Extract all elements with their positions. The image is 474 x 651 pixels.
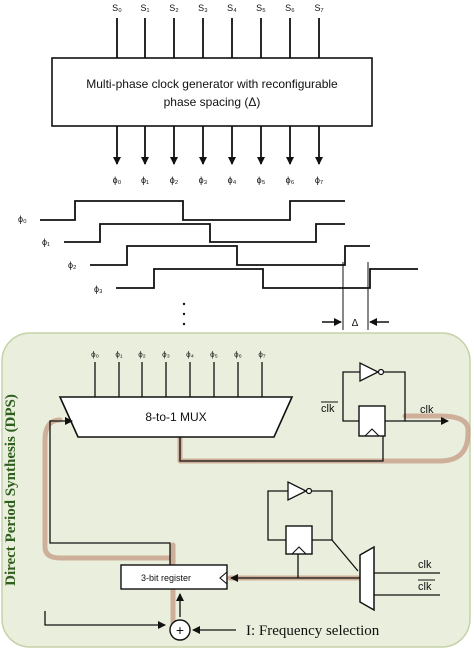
- clock-generator-title-line2: phase spacing (Δ): [164, 95, 261, 109]
- output-arrows: [113, 126, 323, 165]
- flipflop-bottom: [285, 525, 313, 555]
- highlight-path-clk-loop: [177, 413, 471, 464]
- flipflop-top-feedback: [342, 371, 406, 422]
- output-label-phi7: ϕ₇: [315, 175, 323, 185]
- output-label-phi1: ϕ₁: [141, 175, 149, 185]
- clock-generator-block: [51, 57, 373, 127]
- mux-input-label-phi2: ϕ₂: [138, 350, 146, 359]
- waveform-phi3: [116, 268, 418, 289]
- clk-output-label: clk: [420, 404, 434, 416]
- waveform-phi2: [90, 245, 370, 266]
- input-label-s2: S₂: [169, 3, 179, 13]
- output-label-phi5: ϕ₅: [257, 175, 266, 185]
- flipflop-top: [358, 405, 386, 437]
- delta-label: Δ: [352, 318, 359, 329]
- mux-2to1: [359, 545, 375, 612]
- feedback-to-adder-wire: [44, 611, 166, 629]
- flipflop-bottom-clock-marker: [291, 546, 307, 555]
- output-label-phi6: ϕ₆: [286, 175, 295, 185]
- mux-input-label-phi3: ϕ₃: [162, 350, 170, 359]
- register-clock-marker: [219, 571, 228, 585]
- input-lines: [116, 18, 320, 58]
- inverter-top-icon: [359, 361, 380, 383]
- output-label-phi0: ϕ₀: [113, 175, 122, 185]
- mux-input-label-phi6: ϕ₆: [234, 350, 242, 359]
- mux-input-label-phi7: ϕ₇: [258, 350, 265, 359]
- input-label-s5: S₅: [256, 3, 266, 13]
- input-label-s4: S₄: [227, 3, 237, 13]
- frequency-selection-label: I: Frequency selection: [246, 623, 380, 639]
- mux-input-label-phi0: ϕ₀: [91, 350, 99, 359]
- input-label-s0: S₀: [112, 3, 122, 13]
- wave-label-phi3: ϕ₃: [94, 284, 103, 294]
- input-label-s3: S₃: [198, 3, 208, 13]
- waveform-phi1: [64, 223, 345, 243]
- wave-label-phi2: ϕ₂: [68, 260, 77, 270]
- highlight-path-register: [42, 417, 176, 561]
- register-3bit: [120, 564, 228, 590]
- wave-label-phi0: ϕ₀: [18, 214, 27, 224]
- mux-input-label-phi5: ϕ₅: [210, 350, 218, 359]
- output-label-phi2: ϕ₂: [170, 175, 179, 185]
- output-label-phi4: ϕ₄: [228, 175, 237, 185]
- input-label-s6: S₆: [285, 3, 295, 13]
- clk-bar-label: clk: [321, 403, 335, 415]
- clock-generator-title-line1: Multi-phase clock generator with reconfi…: [86, 77, 338, 91]
- mux2-input-clk-label: clk: [418, 559, 432, 571]
- flipflop-top-clock-marker: [364, 428, 380, 437]
- input-label-s7: S₇: [314, 3, 323, 13]
- dps-panel: [1, 332, 471, 648]
- mux-input-label-phi1: ϕ₁: [115, 350, 122, 359]
- waveform-phi0: [40, 200, 345, 221]
- input-label-s1: S₁: [140, 3, 149, 13]
- mux-output-wire: [179, 436, 384, 462]
- register-label: 3-bit register: [141, 573, 191, 583]
- wave-label-phi1: ϕ₁: [42, 237, 50, 247]
- adder-symbol: +: [176, 622, 184, 638]
- continuation-dots: [182, 302, 186, 326]
- mux-label: 8-to-1 MUX: [145, 410, 206, 424]
- flipflop-bottom-feedback: [267, 490, 333, 541]
- register-to-mux-select-wire: [49, 417, 171, 565]
- mux2-input-clkbar-label: clk: [418, 581, 432, 593]
- adder-icon: [169, 619, 191, 641]
- mux-input-label-phi4: ϕ₄: [186, 350, 194, 359]
- inverter-bottom-icon: [287, 480, 308, 502]
- mux-input-lines: [94, 362, 263, 397]
- output-label-phi3: ϕ₃: [199, 175, 208, 185]
- ff-bottom-to-mux2-wire: [331, 539, 359, 572]
- dps-side-label: Direct Period Synthesis (DPS): [3, 394, 19, 586]
